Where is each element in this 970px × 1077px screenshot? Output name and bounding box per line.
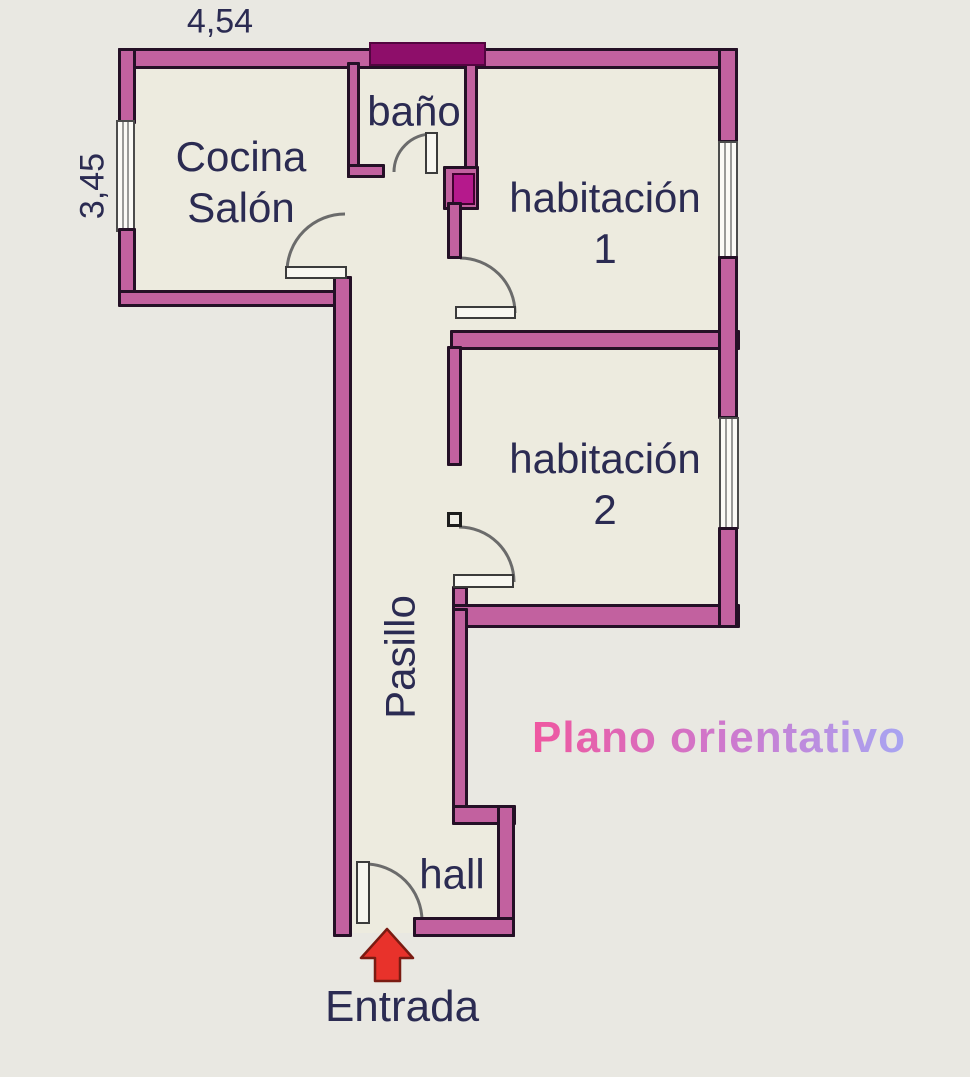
room-label-line: 2 xyxy=(593,486,617,533)
shaft-box-fill xyxy=(452,173,475,205)
entrance-label: Entrada xyxy=(325,982,479,1032)
door-leaf-entrance xyxy=(356,861,370,924)
room-label-pasillo: Pasillo xyxy=(374,595,425,719)
window-habitacion2-icon xyxy=(719,417,739,529)
wall-hall-bottom xyxy=(413,917,515,937)
wall-habitacion2-left-upper xyxy=(447,346,462,466)
dimension-left: 3,45 xyxy=(74,153,113,219)
door-hinge-post-habitacion2 xyxy=(447,512,462,527)
shaft-top-bar xyxy=(369,42,486,66)
door-leaf-habitacion-1 xyxy=(455,306,516,319)
door-arc-entrance xyxy=(364,862,424,922)
dimension-left-value: 3,45 xyxy=(73,152,112,220)
room-label-line: hall xyxy=(419,850,485,898)
wall-divider-hab1-hab2 xyxy=(450,330,740,350)
room-label-line: Cocina xyxy=(175,132,307,180)
wall-habitacion1-left xyxy=(447,202,462,259)
door-leaf-bano xyxy=(425,132,438,174)
room-label-line: Salón xyxy=(187,184,295,231)
dimension-top-value: 4,54 xyxy=(186,2,254,41)
room-label-line: habitación xyxy=(509,434,701,482)
door-arc-habitacion-2 xyxy=(458,525,516,583)
room-label-cocina-salon: Cocina Salón xyxy=(176,131,307,233)
door-leaf-cocina xyxy=(285,266,347,279)
plan-note: Plano orientativo xyxy=(532,713,906,763)
wall-habitacion2-bottom xyxy=(452,604,740,628)
room-label-line: habitación xyxy=(509,173,701,221)
door-leaf-habitacion-2 xyxy=(453,574,514,588)
entrance-label-text: Entrada xyxy=(324,982,480,1031)
room-label-line: baño xyxy=(367,87,461,135)
room-label-line: Pasillo xyxy=(376,595,424,719)
wall-right-lower xyxy=(718,527,738,628)
room-label-habitacion-2: habitación 2 xyxy=(509,433,700,535)
plan-note-text: Plano orientativo xyxy=(532,713,906,762)
room-label-hall: hall xyxy=(419,848,484,899)
door-arc-cocina xyxy=(285,212,346,273)
wall-bano-bottom-stub xyxy=(347,164,385,178)
room-label-bano: baño xyxy=(367,85,460,136)
dimension-top: 4,54 xyxy=(187,3,253,42)
room-label-line: 1 xyxy=(593,225,617,272)
window-cocina-icon xyxy=(116,120,135,232)
room-label-habitacion-1: habitación 1 xyxy=(509,172,700,274)
door-arc-habitacion-1 xyxy=(459,256,517,314)
room-fill-cocina-salon xyxy=(120,52,350,304)
